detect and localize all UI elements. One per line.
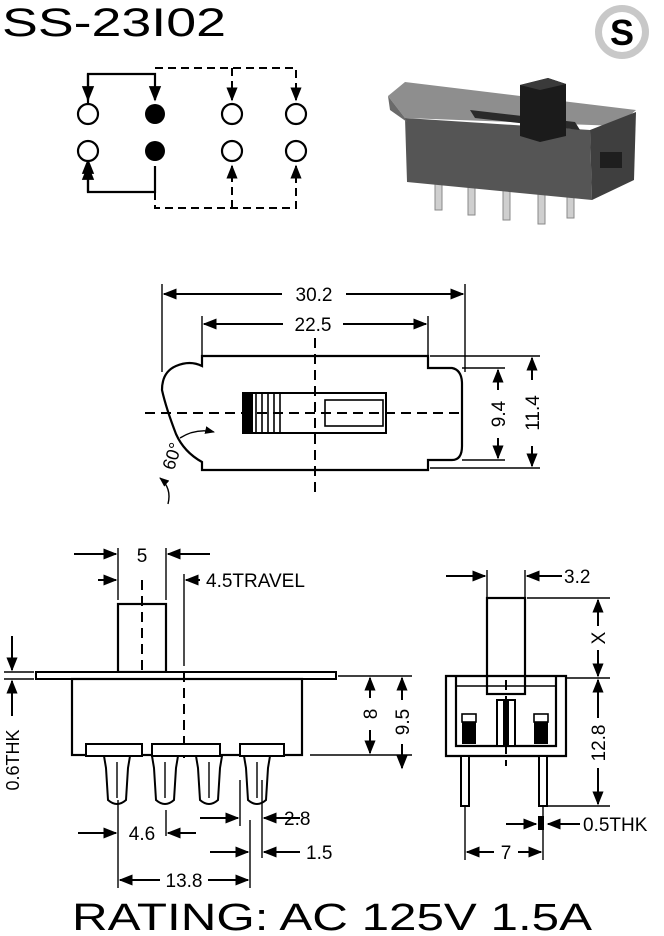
- part-number-title: SS-23I02: [2, 1, 226, 45]
- contact-3a: [220, 102, 244, 126]
- dim-x-label: X: [589, 631, 610, 644]
- dim-overall-length: 30.2: [296, 285, 333, 306]
- pin-thickness: 0.5THK: [583, 815, 648, 836]
- dim-end-actuator: 3.2: [564, 567, 590, 588]
- dim-end-height: 12.8: [589, 725, 610, 762]
- contact-1b: [76, 139, 100, 163]
- contact-3b: [220, 139, 244, 163]
- dim-body-height: 8: [361, 709, 382, 720]
- dim-pin-width: 2.8: [284, 809, 310, 830]
- logo-letter: S: [610, 12, 634, 53]
- contact-2a: [145, 104, 165, 124]
- dim-pin-pitch: 4.6: [129, 824, 155, 845]
- dim-outer-height: 11.4: [523, 395, 544, 431]
- contact-4b: [284, 139, 308, 163]
- end-view-drawing: 3.2 X 12.8 0.5THK 7: [444, 567, 648, 864]
- rating-label: RATING: AC 125V 1.5A: [72, 897, 593, 936]
- dim-actuator-width: 5: [137, 546, 148, 567]
- top-view-drawing: 30.2 22.5 9.4 11.4 60°: [145, 282, 544, 505]
- plate-thickness: 0.6THK: [3, 729, 23, 790]
- travel-label: 4.5TRAVEL: [206, 571, 305, 592]
- dim-total-height: 9.5: [393, 709, 414, 735]
- dim-pin-span: 13.8: [166, 871, 203, 892]
- switch-schematic: [76, 67, 308, 209]
- dim-pin-gap: 1.5: [306, 843, 332, 864]
- brand-logo: S: [595, 5, 649, 59]
- contact-1a: [76, 102, 100, 126]
- side-view-drawing: 5 4.5TRAVEL 8 9.5 0.6THK 4.6 2.8 1.5 13.…: [3, 546, 414, 892]
- contact-4a: [284, 102, 308, 126]
- dim-body-length: 22.5: [295, 315, 332, 336]
- product-photo: [388, 78, 636, 225]
- dim-end-pin-span: 7: [501, 843, 512, 864]
- contact-2b: [145, 141, 165, 161]
- dim-inner-height: 9.4: [489, 400, 510, 427]
